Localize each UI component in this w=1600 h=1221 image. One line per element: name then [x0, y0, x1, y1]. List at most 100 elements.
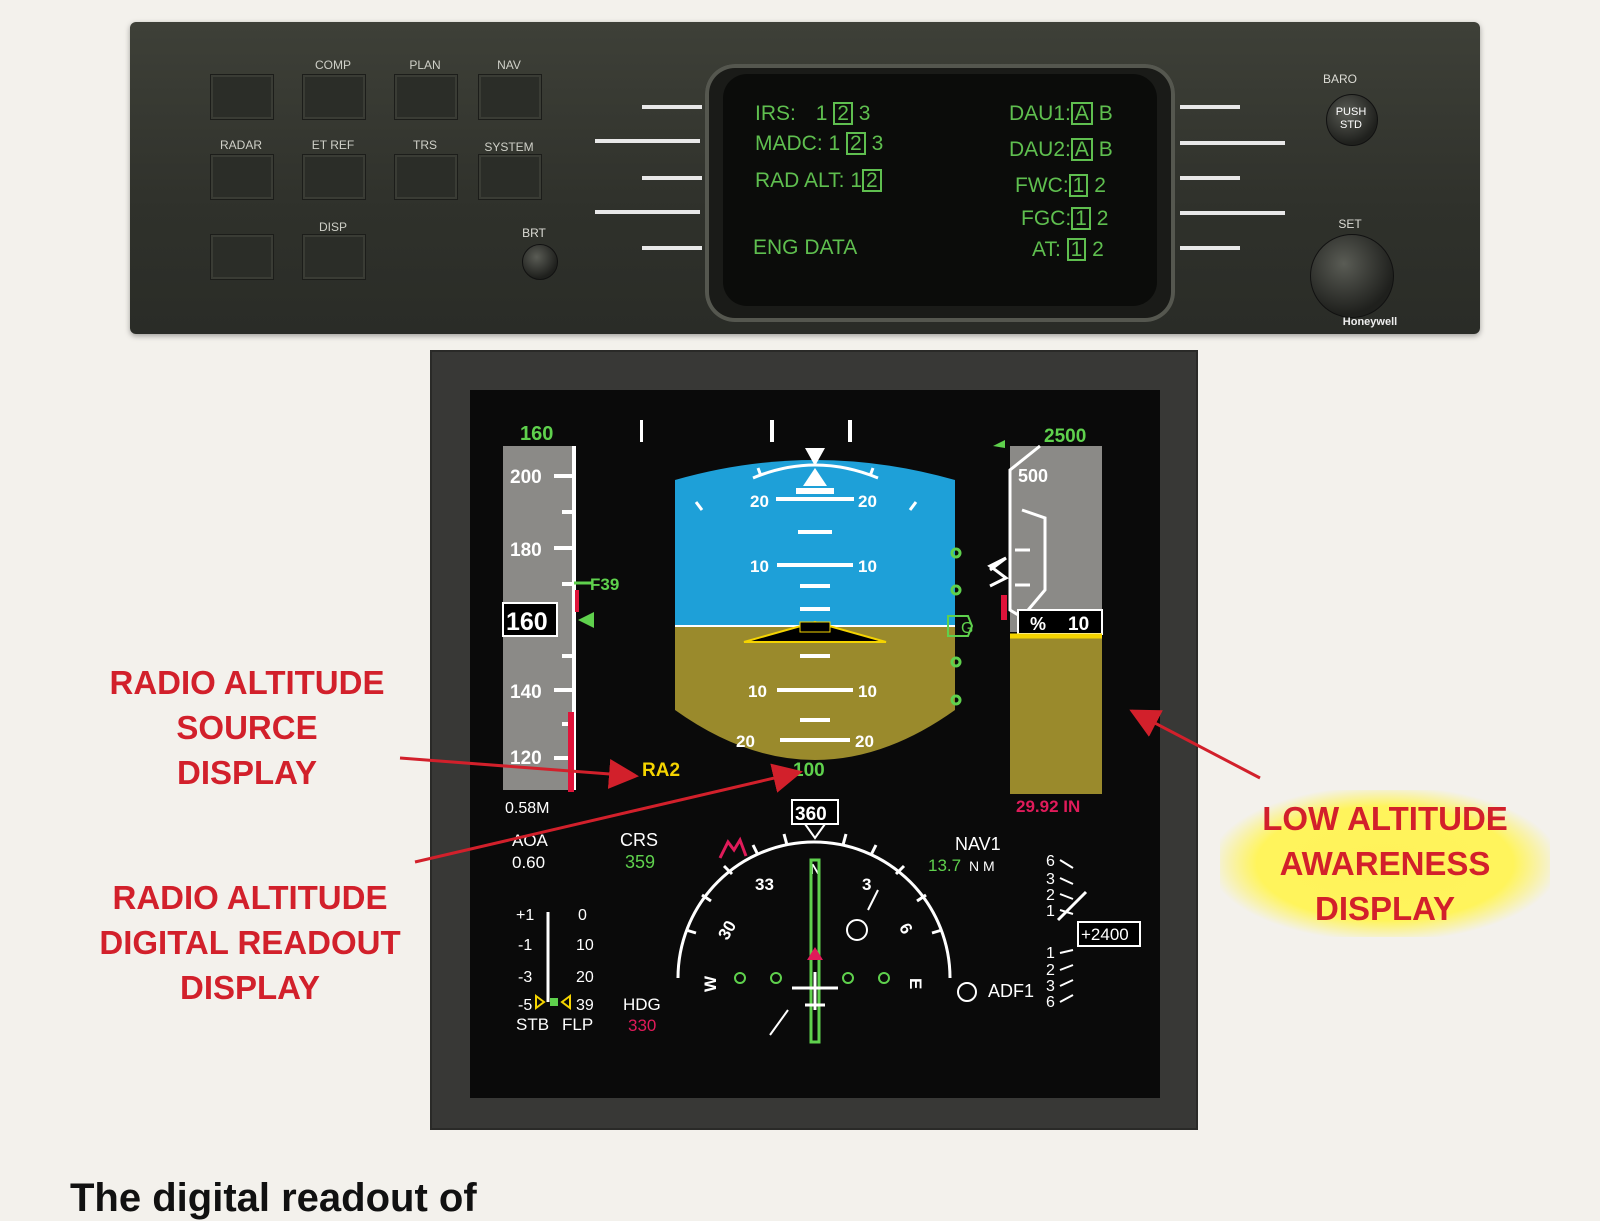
softkey-right-1[interactable] — [1180, 105, 1240, 109]
panel-button-trs[interactable] — [394, 154, 458, 200]
fwc-label: FWC: — [1015, 174, 1069, 197]
current-altitude: 10 — [1068, 614, 1089, 635]
glideslope-g-icon: G — [961, 620, 973, 637]
radio-altitude-source-annotation: RADIO ALTITUDE SOURCE DISPLAY — [82, 660, 412, 795]
vs-scale-1-down: 1 — [1046, 945, 1055, 962]
nav-label: NAV1 — [955, 834, 1001, 854]
nav-distance-unit: N M — [969, 858, 995, 874]
set-label: SET — [1338, 217, 1362, 231]
baro-push-std-knob[interactable] — [1326, 94, 1378, 146]
irs-3: 3 — [858, 102, 871, 125]
aoa-label: AOA — [512, 831, 549, 850]
flp-label: FLP — [562, 1015, 593, 1034]
low-altitude-awareness-band — [1010, 634, 1102, 794]
top-mark-2 — [770, 420, 774, 442]
vs-scale-2-down: 2 — [1046, 962, 1055, 979]
pitch-label-10-up-right: 10 — [858, 557, 877, 576]
vs-scale-3-up: 3 — [1046, 871, 1055, 888]
softkey-right-2[interactable] — [1180, 141, 1285, 145]
radalt-2-selected: 2 — [862, 169, 882, 192]
hdg-label: HDG — [623, 995, 661, 1014]
panel-button-disp[interactable] — [302, 234, 366, 280]
radio-source-line-3: DISPLAY — [177, 754, 317, 791]
fgc-2: 2 — [1096, 207, 1109, 230]
stb-scale-4: -5 — [518, 997, 532, 1014]
panel-button-1[interactable] — [210, 74, 274, 120]
at-2: 2 — [1092, 238, 1104, 261]
dau1-label: DAU1: — [1009, 102, 1071, 125]
disp-label: DISP — [318, 220, 347, 234]
panel-button-7[interactable] — [210, 234, 274, 280]
nav-distance: 13.7 — [928, 856, 961, 875]
primary-flight-display: 160 200 180 140 120 F39 160 0.58M — [470, 390, 1160, 1098]
ra-digital-readout: 100 — [793, 760, 825, 781]
course-arrow — [807, 947, 823, 960]
current-speed-box — [502, 602, 558, 637]
low-altitude-awareness-annotation: LOW ALTITUDE AWARENESS DISPLAY — [1220, 790, 1550, 937]
fwc-row: FWC:1 2 — [1015, 174, 1106, 198]
system-label: SYSTEM — [484, 140, 534, 154]
altitude-tape-label: 500 — [1018, 466, 1048, 486]
heading-bug — [718, 836, 748, 859]
panel-button-comp[interactable] — [302, 74, 366, 120]
compass-3: 3 — [862, 875, 871, 894]
dau1-b: B — [1098, 102, 1113, 125]
softkey-right-3[interactable] — [1180, 176, 1240, 180]
bank-pointer — [805, 448, 825, 466]
low-speed-band — [568, 712, 574, 792]
at-label: AT: — [1032, 238, 1061, 261]
selected-altitude: 2500 — [1044, 426, 1086, 447]
trs-label: TRS — [413, 138, 437, 152]
dau1-a-selected: A — [1070, 102, 1093, 125]
pitch-label-20-down: 20 — [736, 732, 755, 751]
adf-label: ADF1 — [988, 981, 1034, 1001]
vs-scale-ticks — [1059, 859, 1074, 1003]
hdg-value: 330 — [628, 1016, 656, 1035]
panel-button-nav[interactable] — [478, 74, 542, 120]
softkey-left-3[interactable] — [642, 176, 702, 180]
stb-label: STB — [516, 1015, 549, 1034]
dau2-b: B — [1098, 138, 1113, 161]
panel-button-system[interactable] — [478, 154, 542, 200]
current-speed: 160 — [506, 608, 548, 636]
set-knob[interactable] — [1310, 234, 1394, 318]
pitch-label-20-down-right: 20 — [855, 732, 874, 751]
crs-label: CRS — [620, 830, 658, 850]
panel-button-etref[interactable] — [302, 154, 366, 200]
pfd-graphics: 160 200 180 140 120 F39 160 0.58M — [502, 420, 1141, 1044]
dau2-a-selected: A — [1070, 138, 1093, 161]
irs-2-selected: 2 — [833, 102, 853, 125]
softkey-left-1[interactable] — [642, 105, 702, 109]
panel-button-radar[interactable] — [210, 154, 274, 200]
pitch-ladder — [776, 497, 854, 742]
softkey-right-4[interactable] — [1180, 211, 1285, 215]
softkey-left-2[interactable] — [595, 139, 700, 143]
madc-1: 1 — [828, 132, 841, 155]
flap-speed-marker: F39 — [590, 575, 619, 594]
vs-needle — [1056, 890, 1088, 922]
brt-knob[interactable] — [522, 244, 558, 280]
irs-row: IRS: 1 2 3 — [755, 102, 870, 126]
selected-speed: 160 — [520, 423, 553, 445]
panel-button-plan[interactable] — [394, 74, 458, 120]
radio-digital-line-3: DISPLAY — [180, 969, 320, 1006]
radio-source-line-1: RADIO ALTITUDE — [109, 664, 385, 701]
eng-data[interactable]: ENG DATA — [753, 236, 858, 259]
radalt-label: RAD ALT: — [755, 169, 845, 192]
flp-scale-3: 20 — [576, 969, 594, 986]
softkey-right-5[interactable] — [1180, 246, 1240, 250]
speed-trend-arrow — [578, 612, 594, 628]
pitch-label-20-up: 20 — [750, 492, 769, 511]
softkey-left-5[interactable] — [642, 246, 702, 250]
display-control-panel: COMP PLAN NAV RADAR ET REF TRS SYSTEM DI… — [130, 22, 1480, 334]
softkey-left-4[interactable] — [595, 210, 700, 214]
flp-scale-1: 0 — [578, 907, 587, 924]
comp-label: COMP — [315, 58, 351, 72]
madc-row: MADC: 1 2 3 — [755, 132, 883, 156]
dau1-row: DAU1:A B — [1009, 102, 1113, 126]
baro-setting: 29.92 IN — [1016, 797, 1080, 816]
compass-n: N — [810, 861, 821, 878]
adf-needle-head — [846, 919, 868, 941]
